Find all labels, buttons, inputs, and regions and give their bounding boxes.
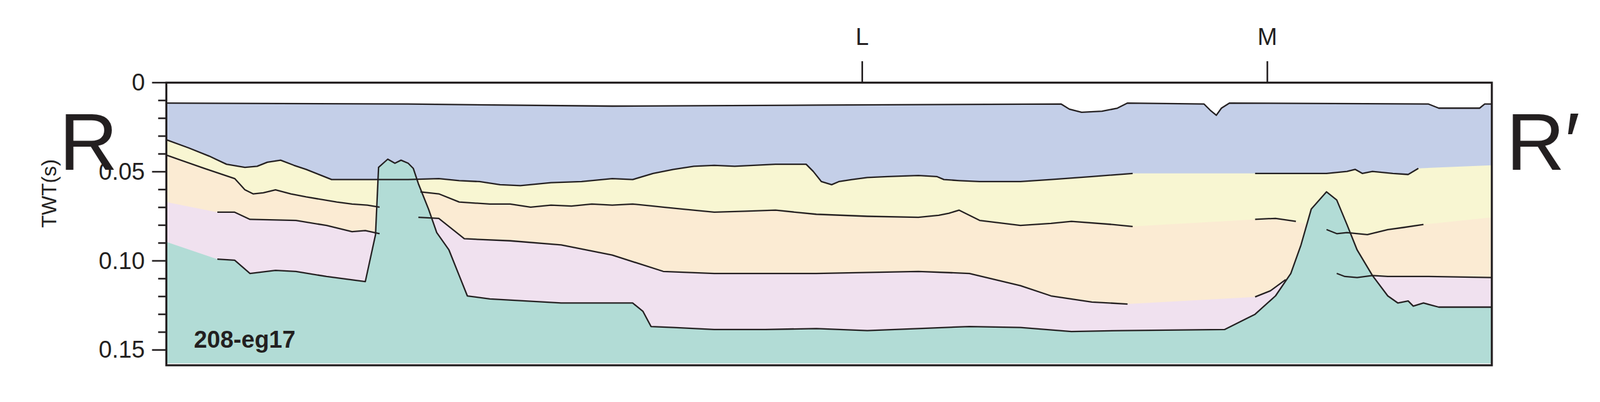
axis-tick-label: 0.10	[98, 249, 145, 273]
axis-tick-label: 0.15	[98, 337, 145, 362]
axis-tick	[158, 331, 167, 334]
axis-tick-label: 0	[131, 70, 145, 95]
axis-tick	[158, 188, 167, 191]
horizon-line	[166, 103, 1492, 116]
horizon-line	[166, 139, 1133, 187]
location-label: M	[1257, 24, 1278, 49]
horizon-line	[217, 159, 1492, 332]
horizon-line	[217, 212, 380, 234]
axis-tick	[158, 153, 167, 155]
axis-tick	[158, 296, 167, 298]
axis-tick	[151, 81, 167, 84]
location-tick	[861, 61, 864, 83]
location-tick	[1266, 61, 1269, 83]
axis-tick	[151, 260, 167, 263]
strata-fill	[166, 159, 1492, 364]
horizon-line	[1336, 273, 1492, 278]
axis-tick	[158, 117, 167, 120]
plot-frame	[166, 82, 1492, 366]
horizon-line	[1255, 218, 1296, 222]
axis-tick-label: 0.05	[98, 159, 145, 184]
axis-tick	[158, 135, 167, 138]
axis-tick	[158, 206, 167, 209]
strata-fill	[166, 139, 1492, 364]
axis-tick	[158, 277, 167, 280]
axis-tick	[158, 313, 167, 316]
line-id-label: 208-eg17	[193, 327, 296, 352]
axis-title: TWT(s)	[38, 159, 60, 228]
strata-fill	[166, 103, 1492, 364]
horizon-line	[1326, 224, 1424, 235]
horizon-line	[418, 217, 1128, 305]
axis-tick	[158, 224, 167, 227]
horizon-line	[1255, 168, 1419, 175]
axis-tick	[158, 99, 167, 102]
location-label: L	[855, 24, 869, 49]
section-end-label: R′	[1506, 101, 1581, 183]
axis-tick	[158, 242, 167, 245]
horizon-line	[166, 154, 380, 207]
horizon-line	[420, 191, 1133, 227]
axis-tick	[151, 349, 167, 351]
strata-fill	[166, 154, 1492, 363]
axis-tick	[151, 171, 167, 173]
